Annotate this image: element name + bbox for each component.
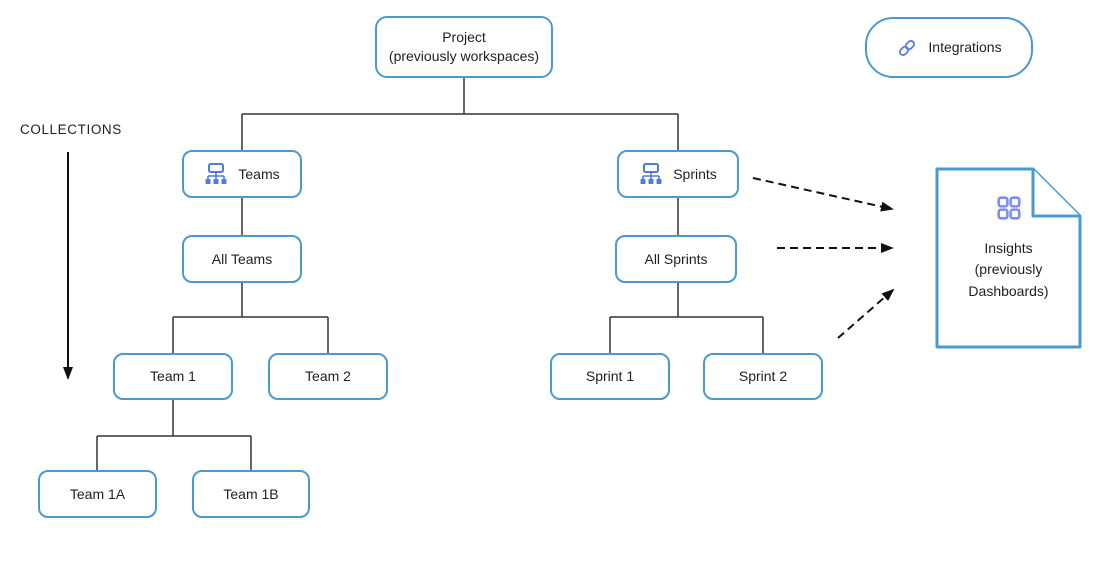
node-sprints-label: Sprints: [673, 165, 717, 182]
node-teams-label: Teams: [238, 165, 280, 182]
node-integrations: Integrations: [865, 17, 1033, 78]
node-integrations-label: Integrations: [928, 39, 1002, 56]
dashed-arrow-sprintrow-to-insights: [837, 288, 895, 339]
node-sprint2: Sprint 2: [703, 353, 823, 400]
tree-connectors: [96, 78, 764, 470]
node-all-teams-label: All Teams: [211, 250, 273, 267]
node-all-sprints: All Sprints: [615, 235, 737, 283]
node-sprint1-label: Sprint 1: [585, 368, 635, 385]
node-team1a: Team 1A: [38, 470, 157, 518]
node-project-label: Project: [442, 29, 486, 46]
org-chart-icon: [204, 163, 228, 185]
node-team1: Team 1: [113, 353, 233, 400]
node-team2: Team 2: [268, 353, 388, 400]
node-insights-label: Insights: [984, 239, 1033, 256]
node-team1b-label: Team 1B: [223, 485, 279, 502]
node-team1a-label: Team 1A: [69, 485, 126, 502]
node-team2-label: Team 2: [305, 368, 351, 385]
node-sprint1: Sprint 1: [550, 353, 670, 400]
node-all-sprints-label: All Sprints: [644, 250, 708, 267]
org-chart-icon: [639, 163, 663, 185]
node-all-teams: All Teams: [182, 235, 302, 283]
node-project-sublabel: (previously workspaces): [388, 48, 540, 64]
node-teams: Teams: [182, 150, 302, 198]
collections-label: COLLECTIONS: [20, 122, 122, 137]
node-team1-label: Team 1: [150, 368, 196, 385]
node-team1b: Team 1B: [192, 470, 310, 518]
node-insights: Insights (previously Dashboards): [937, 169, 1080, 347]
grid-icon: [996, 195, 1022, 228]
insights-document-shape: [935, 167, 1082, 349]
dashed-arrow-sprints-to-insights: [752, 177, 894, 212]
link-icon: [896, 37, 918, 59]
node-project: Project (previously workspaces): [375, 16, 553, 78]
node-insights-sublabel: (previously Dashboards): [968, 261, 1049, 300]
node-sprint2-label: Sprint 2: [738, 368, 788, 385]
node-sprints: Sprints: [617, 150, 739, 198]
